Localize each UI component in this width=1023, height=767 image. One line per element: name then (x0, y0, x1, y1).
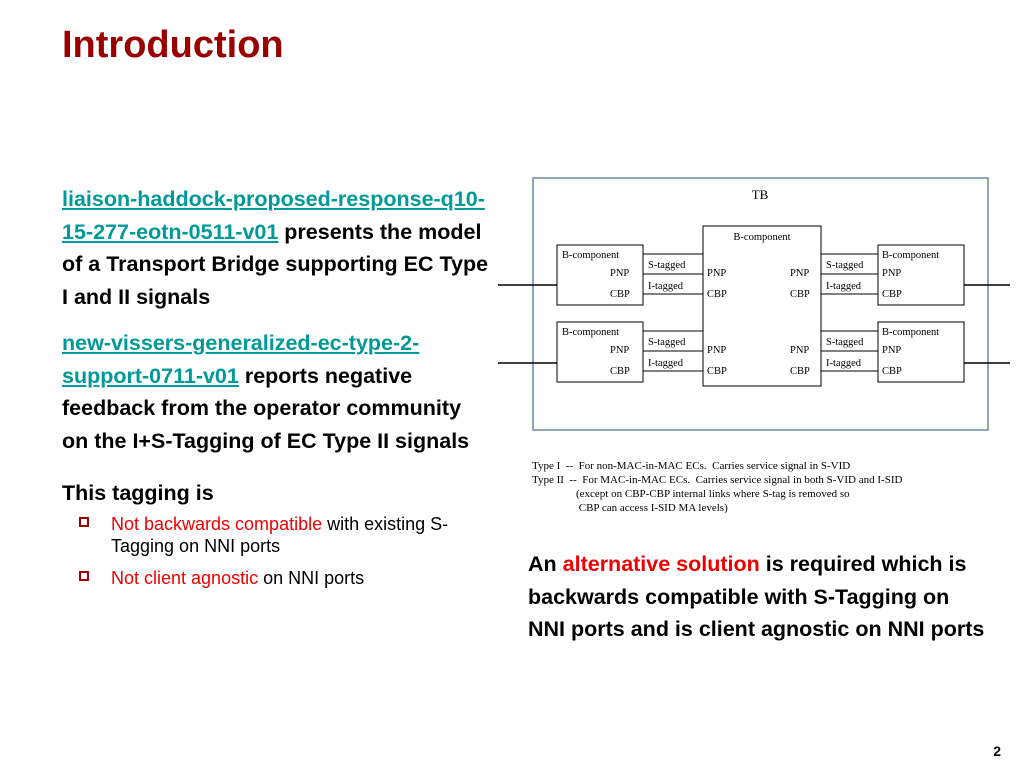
cbp-label: CBP (707, 366, 727, 377)
tagging-heading: This tagging is (62, 481, 214, 505)
paragraph-vissers-text: reports negative feedback from the opera… (62, 363, 470, 453)
cbp-label: CBP (610, 289, 630, 300)
link-vissers-proposal[interactable]: new-vissers-generalized-ec-type-2-suppor… (62, 331, 420, 388)
s-tagged-label: S-tagged (826, 337, 864, 348)
bullet-emphasis: Not backwards compatible (111, 514, 323, 534)
checkbox-bullet-icon (79, 571, 89, 581)
pnp-label: PNP (882, 268, 901, 279)
tb-label: TB (752, 187, 769, 202)
i-tagged-label: I-tagged (826, 358, 862, 369)
link-left-top: S-tagged I-tagged (642, 253, 704, 295)
link-right-bottom: S-tagged I-tagged (820, 330, 879, 372)
bullet-emphasis: Not client agnostic (111, 568, 259, 588)
b-component-label: B-component (733, 232, 790, 243)
bullet-not-client-agnostic: Not client agnostic on NNI ports (79, 567, 492, 589)
cbp-label: CBP (882, 366, 902, 377)
i-tagged-label: I-tagged (648, 358, 684, 369)
tagging-bullet-list: Not backwards compatible with existing S… (62, 513, 492, 589)
page-number: 2 (993, 743, 1001, 759)
s-tagged-label: S-tagged (648, 337, 686, 348)
bullet-not-backwards-compatible: Not backwards compatible with existing S… (79, 513, 492, 557)
pnp-label: PNP (707, 345, 726, 356)
conclusion-text: An alternative solution is required whic… (528, 548, 988, 646)
transport-bridge-diagram: TB B-component PNP CBP B-component PNP C… (498, 177, 1010, 431)
i-tagged-label: I-tagged (648, 281, 684, 292)
s-tagged-label: S-tagged (648, 260, 686, 271)
pnp-label: PNP (790, 268, 809, 279)
b-component-right-bottom: B-component PNP CBP (877, 321, 965, 383)
b-component-label: B-component (882, 327, 939, 338)
checkbox-bullet-icon (79, 517, 89, 527)
b-component-label: B-component (882, 250, 939, 261)
b-component-left-top: B-component PNP CBP (556, 244, 644, 306)
conclusion-prefix: An (528, 552, 563, 576)
pnp-label: PNP (882, 345, 901, 356)
legend-line: (except on CBP-CBP internal links where … (532, 488, 850, 500)
bullet-text: with existing S-Tagging on NNI ports (111, 514, 449, 556)
b-component-label: B-component (562, 250, 619, 261)
legend-line: Type I -- For non-MAC-in-MAC ECs. Carrie… (532, 460, 851, 472)
tb-frame (532, 177, 989, 431)
pnp-label: PNP (610, 345, 629, 356)
pnp-label: PNP (707, 268, 726, 279)
left-column: liaison-haddock-proposed-response-q10-15… (62, 183, 492, 599)
pnp-label: PNP (790, 345, 809, 356)
conclusion-emphasis: alternative solution (562, 552, 760, 576)
paragraph-vissers: new-vissers-generalized-ec-type-2-suppor… (62, 327, 492, 457)
b-component-label: B-component (562, 327, 619, 338)
legend-line: CBP can access I-SID MA levels) (532, 502, 728, 514)
cbp-label: CBP (882, 289, 902, 300)
link-haddock-proposal[interactable]: liaison-haddock-proposed-response-q10-15… (62, 187, 485, 244)
b-component-center: B-component PNP CBP PNP CBP PNP CBP PNP … (702, 225, 822, 387)
b-component-right-top: B-component PNP CBP (877, 244, 965, 306)
cbp-label: CBP (610, 366, 630, 377)
cbp-label: CBP (790, 366, 810, 377)
conclusion-rest: is required which is backwards compatibl… (528, 552, 985, 641)
cbp-label: CBP (790, 289, 810, 300)
paragraph-haddock: liaison-haddock-proposed-response-q10-15… (62, 183, 492, 313)
bullet-text: on NNI ports (258, 568, 365, 588)
paragraph-haddock-text: presents the model of a Transport Bridge… (62, 219, 489, 309)
s-tagged-label: S-tagged (826, 260, 864, 271)
type-legend: Type I -- For non-MAC-in-MAC ECs. Carrie… (532, 459, 902, 515)
slide-title: Introduction (62, 24, 284, 66)
b-component-left-bottom: B-component PNP CBP (556, 321, 644, 383)
link-left-bottom: S-tagged I-tagged (642, 330, 704, 372)
link-right-top: S-tagged I-tagged (820, 253, 879, 295)
legend-line: Type II -- For MAC-in-MAC ECs. Carries s… (532, 474, 903, 486)
cbp-label: CBP (707, 289, 727, 300)
i-tagged-label: I-tagged (826, 281, 862, 292)
pnp-label: PNP (610, 268, 629, 279)
